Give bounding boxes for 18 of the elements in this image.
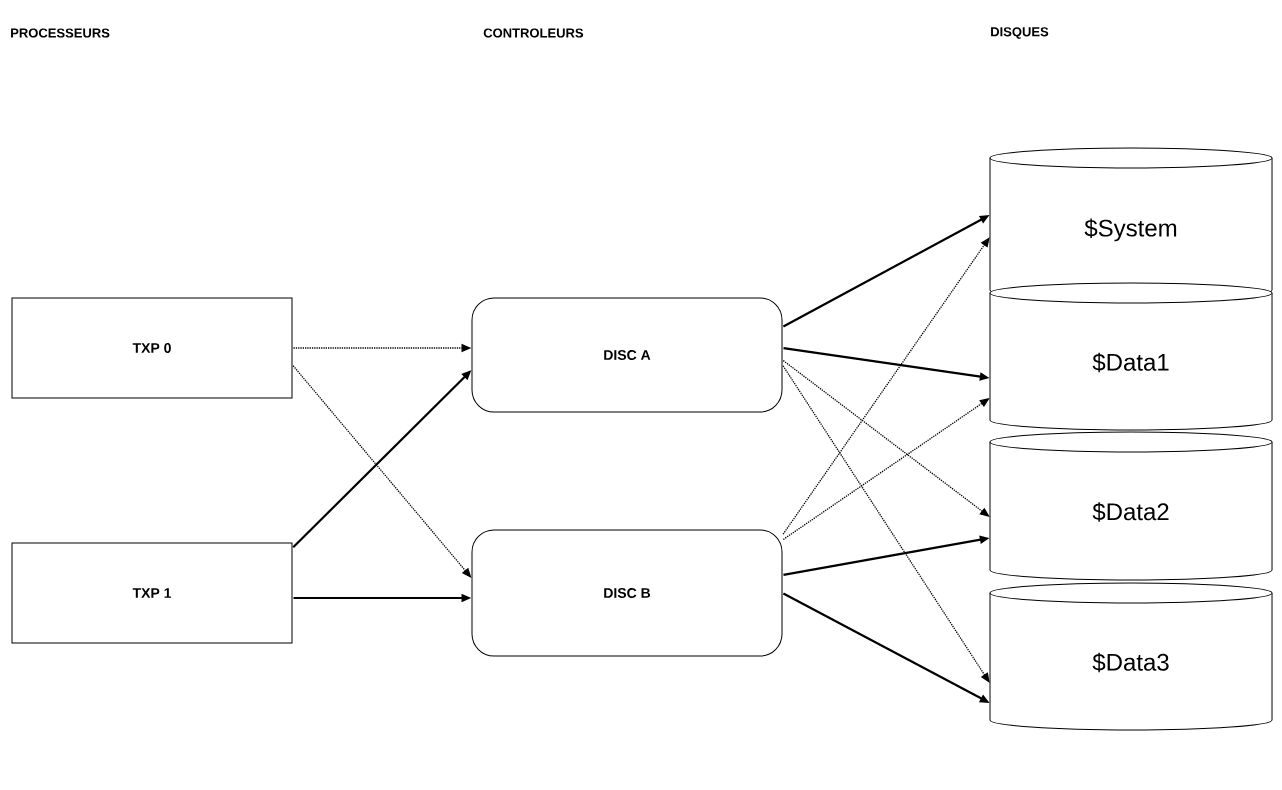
- column-heading: PROCESSEURS: [11, 28, 110, 38]
- disk-cylinder: $Data1: [989, 282, 1273, 431]
- node-label: $System: [1084, 218, 1177, 242]
- column-heading: DISQUES: [991, 27, 1049, 39]
- controller-box: DISC B: [471, 529, 783, 657]
- node-label: $Data2: [1092, 502, 1169, 522]
- arrow: [782, 359, 990, 517]
- arrow: [782, 365, 990, 683]
- arrow: [782, 237, 990, 535]
- arrow: [292, 365, 472, 578]
- node-label: $Data3: [1092, 652, 1169, 673]
- column-heading: CONTROLEURS: [483, 28, 584, 38]
- controller-box: DISC A: [471, 297, 783, 413]
- processor-box: TXP 1: [11, 542, 293, 644]
- disk-cylinder: $Data3: [989, 582, 1273, 731]
- node-label: $Data1: [1092, 352, 1169, 373]
- processor-box: TXP 0: [11, 297, 293, 399]
- disk-cylinder: $Data2: [989, 431, 1273, 581]
